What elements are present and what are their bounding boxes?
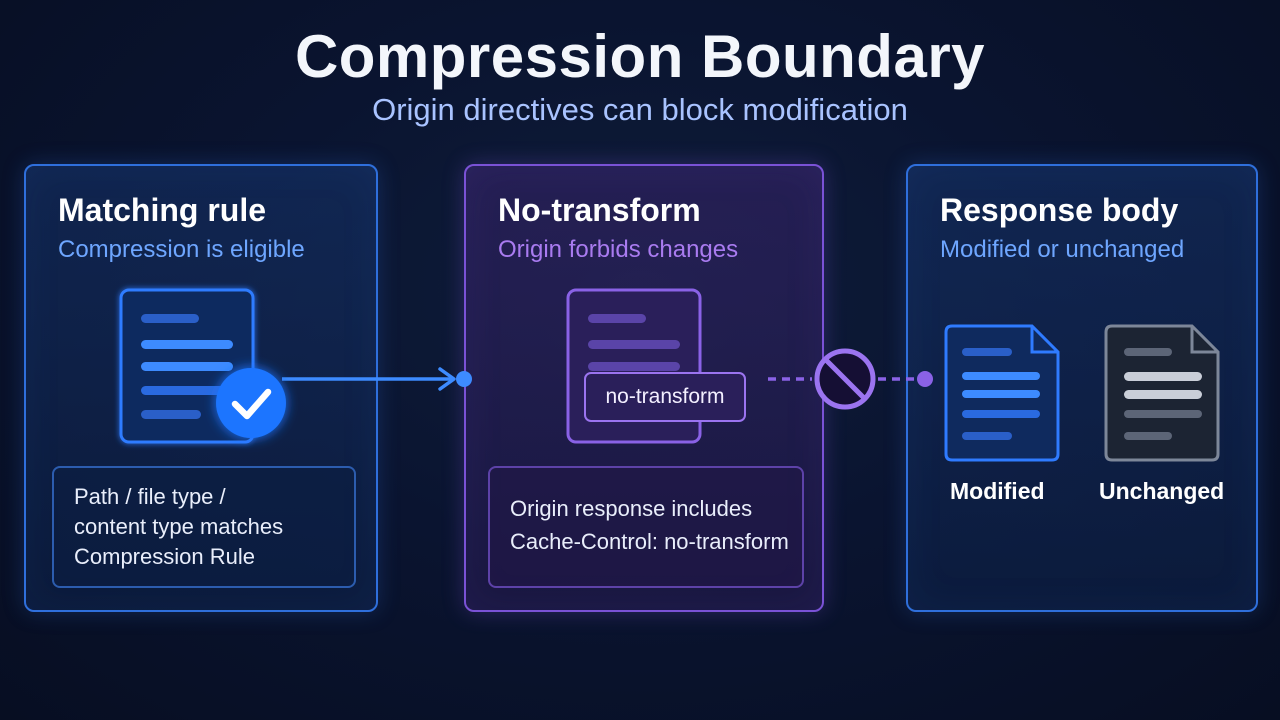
matching-rule-panel: Matching rule Compression is eligible Pa… xyxy=(24,164,378,612)
info-line: Compression Rule xyxy=(74,544,255,569)
info-line: content type matches xyxy=(74,514,284,539)
no-transform-badge: no-transform xyxy=(584,372,746,422)
modified-label: Modified xyxy=(950,478,1045,504)
panel-title: No-transform xyxy=(498,192,701,228)
panel-subtitle: Compression is eligible xyxy=(58,236,305,263)
info-line: Path / file type / xyxy=(74,484,226,509)
panel-subtitle: Origin forbids changes xyxy=(498,236,739,263)
rule-info-box: Path / file type / content type matches … xyxy=(52,466,356,588)
modified-document-icon xyxy=(944,324,1060,462)
page-subtitle: Origin directives can block modification xyxy=(372,92,908,127)
blocked-icon xyxy=(814,348,876,410)
unchanged-document-icon xyxy=(1104,324,1220,462)
no-transform-panel: No-transform Origin forbids changes Orig… xyxy=(464,164,824,612)
panel-title: Matching rule xyxy=(58,192,267,228)
flow-arrow xyxy=(282,367,472,391)
blocked-connector xyxy=(768,371,933,387)
check-icon xyxy=(216,368,286,438)
info-line: Cache-Control: no-transform xyxy=(510,529,789,554)
panel-title: Response body xyxy=(940,192,1179,228)
panel-subtitle: Modified or unchanged xyxy=(940,236,1185,263)
unchanged-label: Unchanged xyxy=(1099,478,1225,504)
info-line: Origin response includes xyxy=(510,496,753,521)
directive-info-box: Origin response includes Cache-Control: … xyxy=(488,466,804,588)
page-title: Compression Boundary xyxy=(294,23,986,90)
